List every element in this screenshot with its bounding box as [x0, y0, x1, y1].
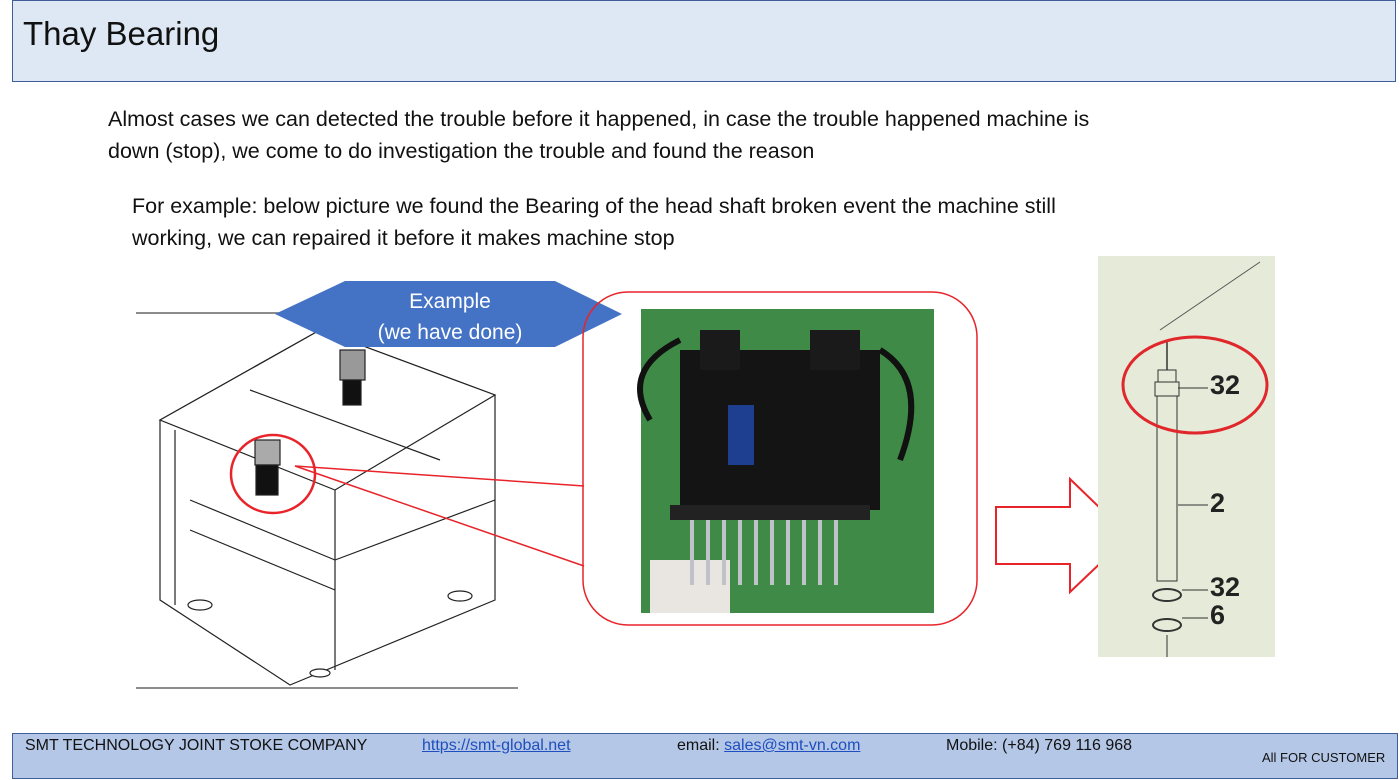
slogan: All FOR CUSTOMER: [1262, 750, 1386, 765]
part-label: 2: [1210, 488, 1226, 518]
company-name: SMT TECHNOLOGY JOINT STOKE COMPANY: [25, 737, 368, 754]
pointer-line-upper: [294, 465, 585, 487]
slide-header: Thay Bearing: [12, 0, 1396, 82]
callout-line-1: Example: [409, 290, 491, 313]
head-unit-photo: [637, 309, 934, 613]
website-link[interactable]: https://smt-global.net: [422, 737, 571, 754]
slide-title: Thay Bearing: [23, 15, 220, 52]
part-label: 6: [1210, 600, 1226, 630]
highlight-circle: [229, 433, 317, 515]
bearing-highlight-circle: [1121, 335, 1269, 435]
pointer-line-lower: [294, 465, 585, 567]
part-label: 32: [1210, 370, 1241, 400]
email-label: email:: [677, 737, 725, 754]
example-callout-shape: [275, 281, 622, 347]
example-callout: Example (we have done): [330, 286, 570, 348]
example-paragraph: For example: below picture we found the …: [132, 194, 1056, 250]
intro-paragraph: Almost cases we can detected the trouble…: [108, 107, 1090, 163]
callout-line-2: (we have done): [377, 321, 523, 344]
photo-frame: [582, 291, 978, 626]
email-link[interactable]: sales@smt-vn.com: [724, 737, 861, 754]
slide-footer: SMT TECHNOLOGY JOINT STOKE COMPANY https…: [12, 733, 1398, 779]
shaft-parts-diagram: [1098, 256, 1275, 657]
mobile-number: Mobile: (+84) 769 116 968: [946, 737, 1133, 754]
part-label: 32: [1210, 572, 1241, 602]
machine-drawing: [158, 329, 497, 686]
